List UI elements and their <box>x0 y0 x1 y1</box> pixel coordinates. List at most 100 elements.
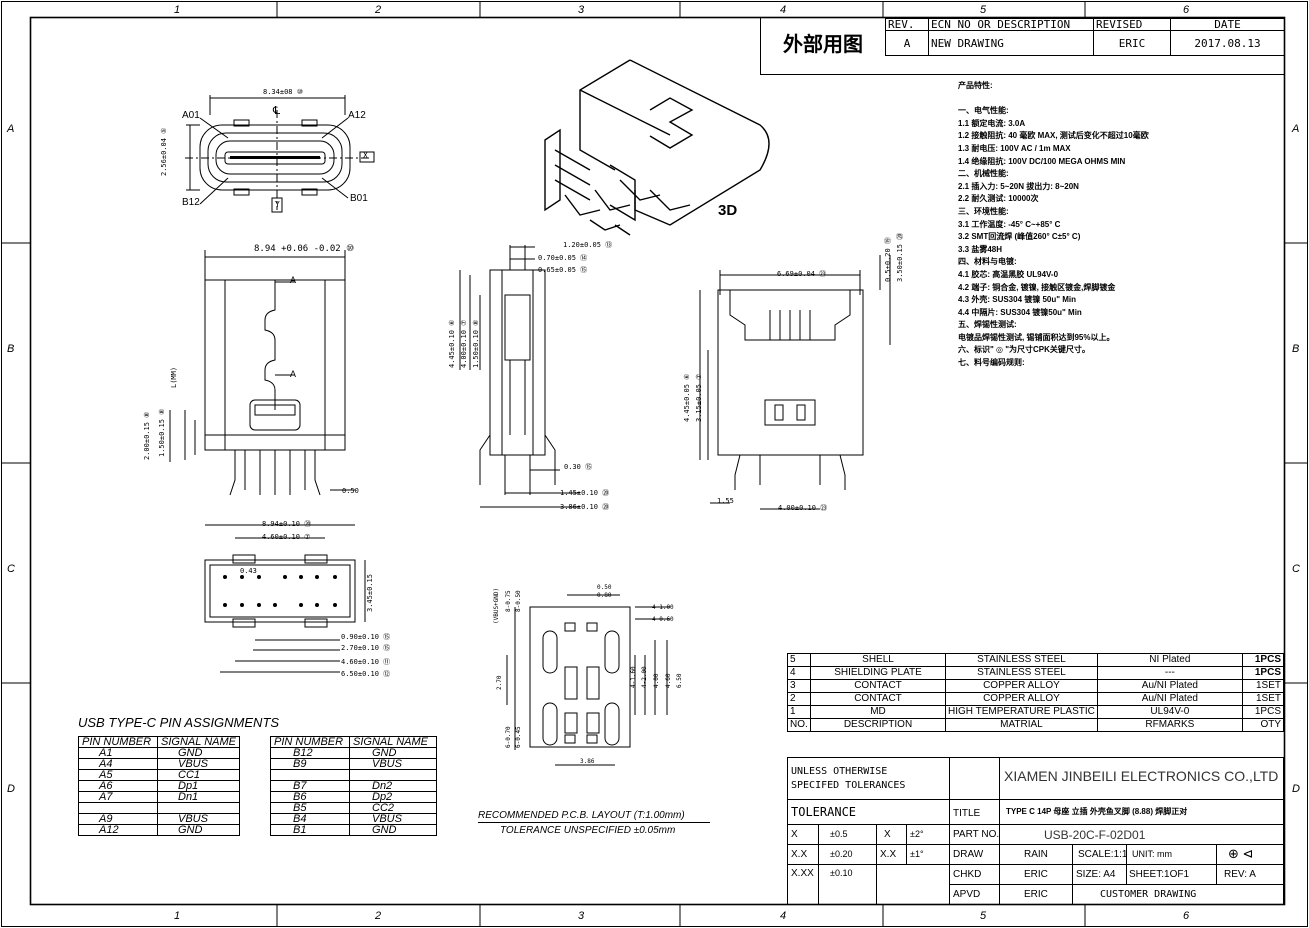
side-dim-1-45: 1.45±0.10 ⑳ <box>560 489 610 497</box>
pcb-dim-4-60: 4.60 <box>665 673 672 688</box>
tol-xx: X.X <box>791 849 808 860</box>
bom-no: 1 <box>787 705 811 719</box>
tol-x-angle: X <box>884 829 891 840</box>
side-dim-1-20: 1.20±0.05 ⑬ <box>563 241 613 249</box>
signal-name: GND <box>349 824 437 836</box>
pcb-dim-4-1-60: 4-1.60 <box>630 666 637 688</box>
bom-remarks: Au/NI Plated <box>1096 692 1243 706</box>
col-label-1-bottom: 1 <box>174 910 181 922</box>
col-label-6-bottom: 6 <box>1183 910 1190 922</box>
bom-description: CONTACT <box>810 679 946 693</box>
spec-line <box>958 93 1149 106</box>
bom-material: COPPER ALLOY <box>945 679 1098 693</box>
signal-name: GND <box>349 747 437 759</box>
col-label-4: 4 <box>780 4 787 16</box>
pin-number: B1 <box>270 824 350 836</box>
bottom-dim-4-60-b: 4.60±0.10 ⑪ <box>341 658 391 666</box>
side-dim-4-45: 4.45±0.10 ⑥ <box>448 319 456 368</box>
row-label-a: A <box>7 123 15 135</box>
apvd-value: ERIC <box>1024 889 1048 900</box>
spec-line: 1.3 耐电压: 100V AC / 1m MAX <box>958 143 1071 153</box>
col-label-3-bottom: 3 <box>578 910 585 922</box>
signal-name: VBUS <box>349 813 437 825</box>
tol-x-value: ±0.5 <box>830 829 848 839</box>
revised-value: ERIC <box>1093 30 1171 56</box>
part-no-label: PART NO. <box>953 829 1000 840</box>
row-label-c: C <box>7 563 15 575</box>
spec-line: 二、机械性能: <box>958 169 1009 179</box>
projection-symbol-icon: ⊕ ⊲ <box>1228 846 1254 861</box>
spec-line: 4.1 胶芯: 高温黑胶 UL94V-0 <box>958 269 1059 279</box>
title-value: TYPE C 14P 母座 立插 外壳鱼叉脚 (8.88) 焊脚正对 <box>1006 807 1188 816</box>
draw-label: DRAW <box>953 849 984 860</box>
spec-line: 五、焊锡性测试: <box>958 320 1017 330</box>
pcb-dim-8-0-50: 8-0.50 <box>515 590 522 612</box>
bom-qty: 1PCS <box>1241 666 1285 680</box>
section-mark-upper: A <box>290 275 297 285</box>
centerline-symbol: ℄ <box>273 104 281 117</box>
pin-number <box>270 769 350 781</box>
front-dim-0-50: 0.50 <box>342 487 359 495</box>
pin-number: B4 <box>270 813 350 825</box>
tol-xx-angle: X.X <box>880 849 897 860</box>
bom-qty: 1SET <box>1241 679 1285 693</box>
pin-number: B12 <box>270 747 350 759</box>
bom-description: CONTACT <box>810 692 946 706</box>
bom-material: COPPER ALLOY <box>945 692 1098 706</box>
bottom-dim-0-43: 0.43 <box>240 567 257 575</box>
bom-remarks-header: RFMARKS <box>1096 718 1243 732</box>
row-label-b-right: B <box>1292 343 1300 355</box>
pin-number: B9 <box>270 758 350 770</box>
tol-x: X <box>791 829 798 840</box>
unless-otherwise-line2: SPECIFED TOLERANCES <box>791 780 906 791</box>
ecn-value: NEW DRAWING <box>928 30 1094 56</box>
drawing-type-title: 外部用图 <box>783 34 863 56</box>
pin-label-a12: A12 <box>348 110 366 121</box>
pin-number: A5 <box>78 769 158 781</box>
bottom-dim-2-70: 2.70±0.10 ⑮ <box>341 644 391 652</box>
bom-material: HIGH TEMPERATURE PLASTIC <box>945 705 1098 719</box>
bom-material-header: MATRIAL <box>945 718 1098 732</box>
pin-number: A6 <box>78 780 158 792</box>
rear-dim-3-50: 3.50±0.15 ⑳ <box>896 232 904 282</box>
signal-name <box>157 802 240 814</box>
revision-table: REV. ECN NO OR DESCRIPTION REVISED DATE … <box>885 18 1285 56</box>
top-view-height-dim: 2.56±0.04 ⑤ <box>160 127 168 176</box>
pin-number: A1 <box>78 747 158 759</box>
signal-name: GND <box>157 747 240 759</box>
spec-line: 1.4 绝缘阻抗: 100V DC/100 MEGA OHMS MIN <box>958 156 1126 166</box>
bom-remarks: UL94V-0 <box>1096 705 1243 719</box>
spec-line: 3.3 盐雾48H <box>958 244 1003 254</box>
bottom-view-drawing <box>204 524 366 673</box>
apvd-label: APVD <box>953 889 981 900</box>
signal-name: Dp2 <box>349 791 437 803</box>
signal-name: Dn2 <box>349 780 437 792</box>
bom-material: STAINLESS STEEL <box>945 653 1098 667</box>
signal-name: GND <box>157 824 240 836</box>
tol-x-angle-value: ±2° <box>910 829 924 839</box>
pcb-dim-4-1-00: 4-1.00 <box>652 604 674 611</box>
spec-line: 1.1 额定电流: 3.0A <box>958 118 1026 128</box>
section-mark-lower: A <box>290 369 297 379</box>
pin-number: A4 <box>78 758 158 770</box>
top-view-width-dim: 8.34±08 ⑩ <box>263 88 303 96</box>
tolerance-label: TOLERANCE <box>791 805 857 819</box>
label-3d: 3D <box>718 202 738 219</box>
customer-drawing: CUSTOMER DRAWING <box>1100 889 1197 900</box>
spec-line: 四、材料与电镀: <box>958 257 1017 267</box>
bottom-dim-4-60: 4.60±0.10 ⑦ <box>262 533 311 541</box>
tol-xxx-value: ±0.10 <box>830 868 853 878</box>
spec-line: 电镀品焊锡性测试, 锡铺面积达到95%以上。 <box>958 332 1115 342</box>
spec-line: 七、料号编码规则: <box>958 358 1025 368</box>
chkd-value: ERIC <box>1024 869 1048 880</box>
pcb-layout-title: RECOMMENDED P.C.B. LAYOUT (T:1.00mm) <box>478 810 685 821</box>
bom-description: SHELL <box>810 653 946 667</box>
col-label-3: 3 <box>578 4 585 16</box>
pcb-layout-drawing <box>506 594 670 766</box>
row-label-d-right: D <box>1292 783 1300 795</box>
rev-header: REV. <box>885 18 929 31</box>
draw-value: RAIN <box>1024 849 1048 860</box>
